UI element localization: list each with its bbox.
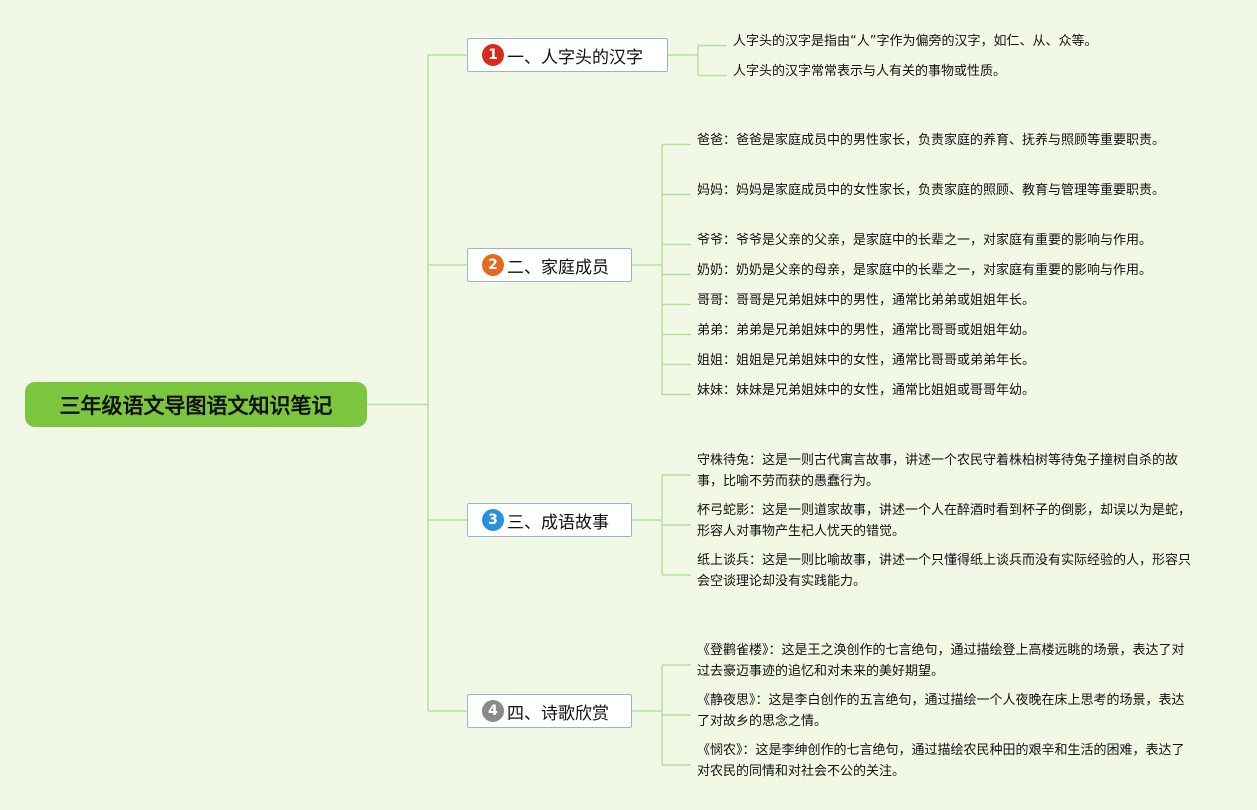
leaf-item: 《静夜思》：这是李白创作的五言绝句，通过描绘一个人夜晚在床上思考的场景，表达了对…: [697, 693, 1185, 729]
branch-label: 三、成语故事: [507, 512, 609, 533]
number-badge-icon: 4: [482, 700, 504, 722]
leaf-item: 妈妈：妈妈是家庭成员中的女性家长，负责家庭的照顾、教育与管理等重要职责。: [697, 183, 1166, 198]
number-badge-icon: 3: [482, 509, 504, 531]
leaf-item: 弟弟：弟弟是兄弟姐妹中的男性，通常比哥哥或姐姐年幼。: [697, 323, 1036, 338]
root-title: 三年级语文导图语文知识笔记: [59, 393, 333, 418]
branch-label: 一、人字头的汉字: [507, 47, 643, 68]
leaf-item: 《登鹳雀楼》：这是王之涣创作的七言绝句，通过描绘登上高楼远眺的场景，表达了对过去…: [697, 643, 1185, 679]
leaf-item: 纸上谈兵：这是一则比喻故事，讲述一个只懂得纸上谈兵而没有实际经验的人，形容只会空…: [697, 553, 1192, 589]
branch-node-2[interactable]: 2 二、家庭成员: [467, 248, 632, 282]
leaf-item: 人字头的汉字常常表示与人有关的事物或性质。: [733, 64, 1007, 79]
branch-label: 二、家庭成员: [507, 257, 609, 278]
number-badge-icon: 2: [482, 254, 504, 276]
leaf-item: 爸爸：爸爸是家庭成员中的男性家长，负责家庭的养育、抚养与照顾等重要职责。: [697, 133, 1166, 148]
leaf-item: 人字头的汉字是指由“人”字作为偏旁的汉字，如仁、从、众等。: [733, 34, 1098, 49]
root-node[interactable]: 三年级语文导图语文知识笔记: [25, 382, 367, 427]
number-badge-icon: 1: [482, 44, 504, 66]
leaf-item: 守株待兔：这是一则古代寓言故事，讲述一个农民守着株柏树等待兔子撞树自杀的故事，比…: [697, 453, 1179, 489]
leaf-item: 杯弓蛇影：这是一则道家故事，讲述一个人在醉酒时看到杯子的倒影，却误以为是蛇，形容…: [697, 503, 1192, 539]
leaf-item: 爷爷：爷爷是父亲的父亲，是家庭中的长辈之一，对家庭有重要的影响与作用。: [697, 233, 1153, 248]
leaf-item: 《悯农》：这是李绅创作的七言绝句，通过描绘农民种田的艰辛和生活的困难，表达了对农…: [697, 743, 1185, 779]
leaf-item: 哥哥：哥哥是兄弟姐妹中的男性，通常比弟弟或姐姐年长。: [697, 293, 1036, 308]
leaf-item: 姐姐：姐姐是兄弟姐妹中的女性，通常比哥哥或弟弟年长。: [697, 353, 1036, 368]
branch-node-4[interactable]: 4 四、诗歌欣赏: [467, 694, 632, 728]
leaf-item: 奶奶：奶奶是父亲的母亲，是家庭中的长辈之一，对家庭有重要的影响与作用。: [697, 263, 1153, 278]
branch-label: 四、诗歌欣赏: [507, 703, 609, 724]
branch-node-3[interactable]: 3 三、成语故事: [467, 503, 632, 537]
leaf-item: 妹妹：妹妹是兄弟姐妹中的女性，通常比姐姐或哥哥年幼。: [697, 383, 1036, 398]
branch-node-1[interactable]: 1 一、人字头的汉字: [467, 38, 668, 72]
